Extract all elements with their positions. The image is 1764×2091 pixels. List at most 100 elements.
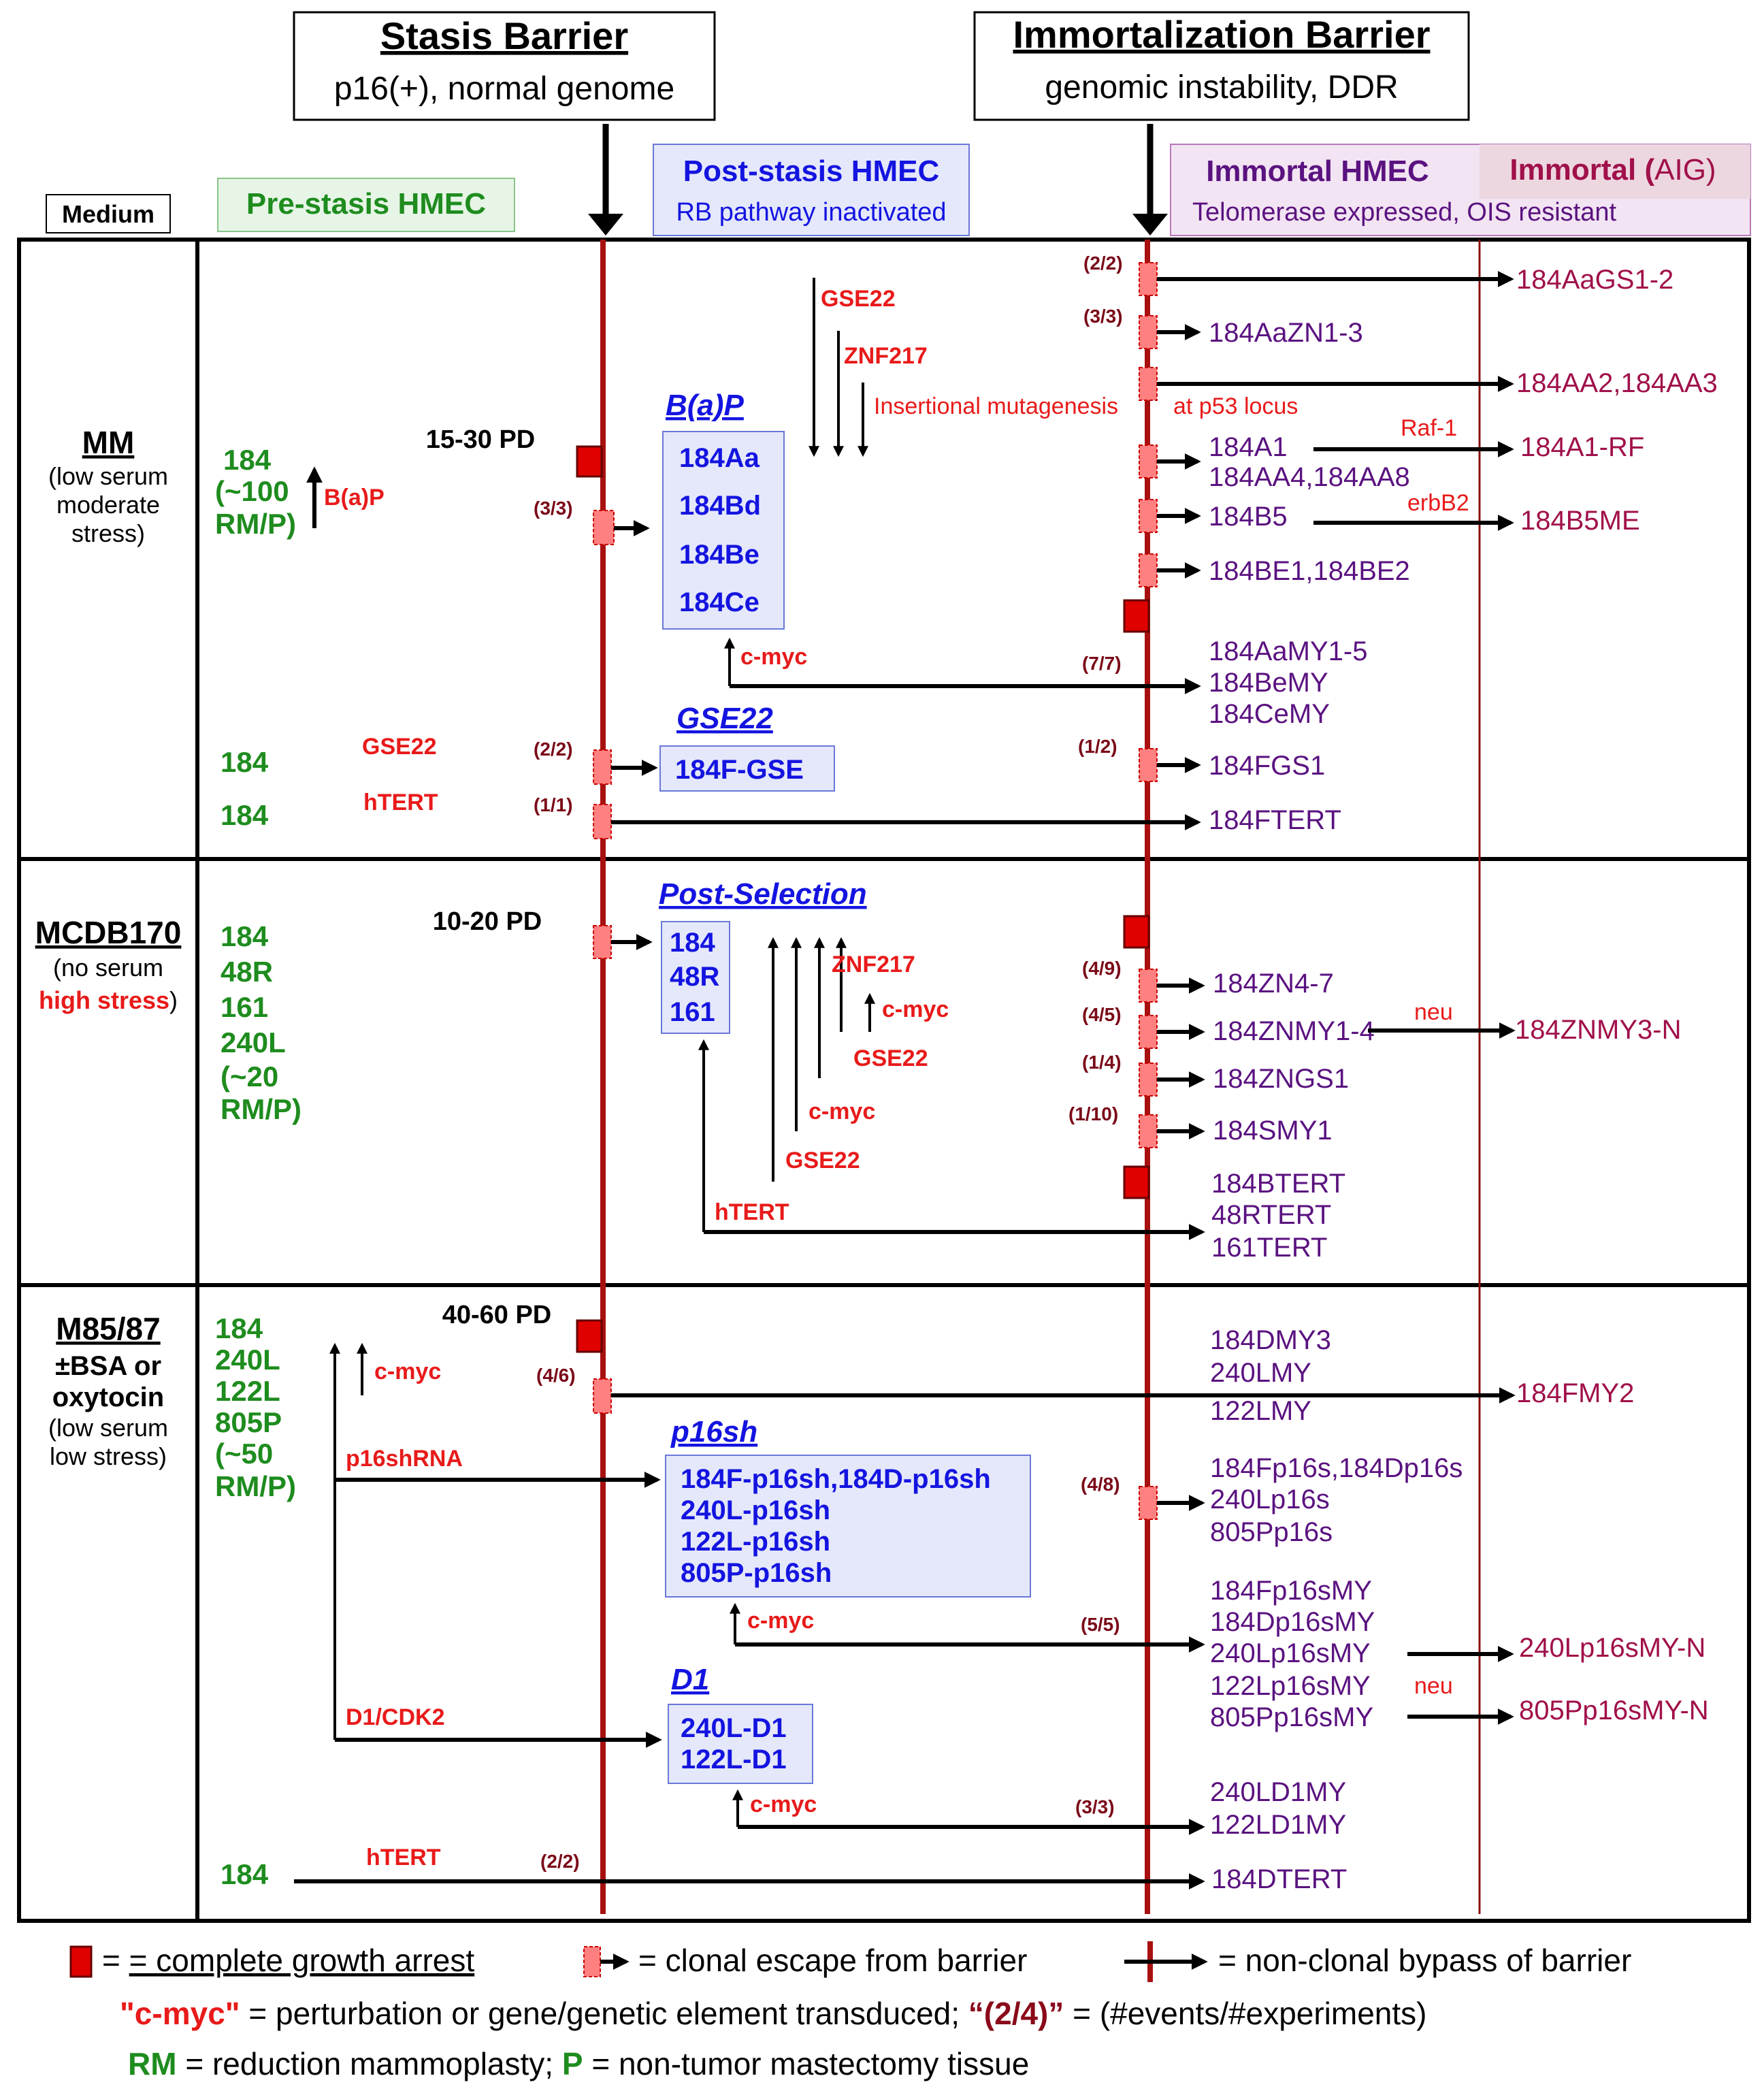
svg-text:240L-D1: 240L-D1 — [681, 1713, 787, 1743]
svg-text:184Be: 184Be — [679, 540, 760, 570]
svg-text:neu: neu — [1414, 1673, 1453, 1699]
svg-text:GSE22: GSE22 — [853, 1046, 928, 1071]
svg-text:hTERT: hTERT — [363, 790, 438, 815]
svg-text:184FTERT: 184FTERT — [1209, 805, 1341, 835]
svg-text:(4/6): (4/6) — [536, 1365, 576, 1386]
svg-text:B(a)P: B(a)P — [324, 485, 385, 510]
svg-text:(4/5): (4/5) — [1082, 1004, 1122, 1025]
svg-text:184BeMY: 184BeMY — [1209, 668, 1328, 698]
stasis-subtitle: p16(+), normal genome — [334, 71, 674, 107]
svg-text:(2/2): (2/2) — [540, 1851, 580, 1872]
svg-text:low stress): low stress) — [50, 1442, 167, 1470]
svg-text:(1/2): (1/2) — [1078, 736, 1117, 757]
svg-text:122LD1MY: 122LD1MY — [1210, 1810, 1346, 1840]
svg-text:40-60 PD: 40-60 PD — [442, 1301, 552, 1329]
svg-text:RB pathway inactivated: RB pathway inactivated — [676, 198, 946, 227]
svg-text:184DTERT: 184DTERT — [1211, 1864, 1347, 1894]
svg-text:240Lp16s: 240Lp16s — [1210, 1485, 1330, 1514]
svg-text:p16sh: p16sh — [670, 1415, 757, 1448]
svg-text:Pre-stasis HMEC: Pre-stasis HMEC — [246, 187, 486, 221]
svg-text:184AA2,184AA3: 184AA2,184AA3 — [1516, 368, 1718, 398]
svg-text:c-myc: c-myc — [808, 1099, 875, 1124]
svg-text:184BTERT: 184BTERT — [1211, 1169, 1345, 1199]
svg-text:184ZNGS1: 184ZNGS1 — [1213, 1064, 1349, 1094]
svg-text:184AaGS1-2: 184AaGS1-2 — [1516, 265, 1673, 295]
svg-text:c-myc: c-myc — [747, 1608, 814, 1634]
svg-text:= non-clonal bypass of barrier: = non-clonal bypass of barrier — [1218, 1943, 1631, 1978]
svg-text:184CeMY: 184CeMY — [1209, 699, 1330, 729]
svg-text:805Pp16sMY-N: 805Pp16sMY-N — [1519, 1696, 1709, 1725]
svg-text:oxytocin: oxytocin — [52, 1382, 164, 1412]
svg-text:240L: 240L — [215, 1344, 280, 1376]
svg-text:184: 184 — [220, 799, 269, 831]
svg-text:48R: 48R — [670, 962, 719, 992]
svg-text:805P: 805P — [215, 1406, 282, 1438]
svg-text:240LD1MY: 240LD1MY — [1210, 1777, 1346, 1807]
svg-text:= = complete growth arrest: = = complete growth arrest — [102, 1943, 474, 1978]
svg-text:ZNF217: ZNF217 — [844, 343, 928, 369]
medium-m85-87: M85/87 ±BSA or oxytocin (low serum low s… — [48, 1311, 168, 1470]
svg-text:805Pp16s: 805Pp16s — [1210, 1517, 1333, 1547]
svg-text:MM: MM — [82, 425, 135, 460]
svg-text:161: 161 — [220, 991, 268, 1023]
svg-text:neu: neu — [1414, 999, 1453, 1025]
svg-text:184AaMY1-5: 184AaMY1-5 — [1209, 636, 1367, 666]
svg-text:184: 184 — [215, 1312, 263, 1344]
svg-text:erbB2: erbB2 — [1407, 490, 1469, 516]
svg-text:RM/P): RM/P) — [220, 1093, 301, 1125]
svg-text:122L-p16sh: 122L-p16sh — [681, 1527, 830, 1557]
svg-text:184Bd: 184Bd — [679, 491, 761, 521]
svg-text:184Aa: 184Aa — [679, 443, 760, 473]
svg-text:(7/7): (7/7) — [1082, 653, 1122, 674]
svg-text:184: 184 — [220, 920, 269, 952]
immortalization-barrier-header: Immortalization Barrier genomic instabil… — [973, 11, 1470, 121]
immortal-aig-label: Immortal (AIG) — [1509, 153, 1716, 187]
svg-text:(~20: (~20 — [220, 1060, 278, 1092]
svg-text:184SMY1: 184SMY1 — [1213, 1116, 1333, 1146]
svg-text:184: 184 — [220, 1858, 269, 1890]
svg-text:184Fp16sMY: 184Fp16sMY — [1210, 1576, 1372, 1606]
svg-text:184Ce: 184Ce — [679, 587, 760, 617]
svg-text:240Lp16sMY: 240Lp16sMY — [1210, 1638, 1371, 1668]
svg-text:GSE22: GSE22 — [785, 1148, 860, 1173]
svg-text:805P-p16sh: 805P-p16sh — [681, 1558, 832, 1588]
svg-text:184FGS1: 184FGS1 — [1209, 751, 1325, 781]
svg-text:(~100: (~100 — [215, 475, 289, 507]
medium-mm: MM (low serum moderate stress) — [48, 425, 168, 547]
svg-text:122LMY: 122LMY — [1210, 1396, 1311, 1426]
svg-text:240L: 240L — [220, 1026, 286, 1058]
stasis-title: Stasis Barrier — [380, 14, 628, 57]
svg-text:GSE22: GSE22 — [821, 286, 896, 312]
svg-text:M85/87: M85/87 — [56, 1311, 160, 1346]
svg-text:c-myc: c-myc — [740, 644, 807, 670]
svg-text:184: 184 — [220, 746, 269, 778]
medium-label: Medium — [46, 194, 171, 233]
svg-text:(2/2): (2/2) — [1083, 253, 1123, 274]
svg-text:184AaZN1-3: 184AaZN1-3 — [1209, 318, 1363, 348]
svg-text:184FMY2: 184FMY2 — [1516, 1378, 1634, 1408]
svg-text:10-20 PD: 10-20 PD — [433, 907, 542, 936]
immortal-label: Immortal HMEC Telomerase expressed, OIS … — [1170, 144, 1751, 236]
svg-text:122L: 122L — [215, 1375, 280, 1407]
svg-text:c-myc: c-myc — [882, 996, 949, 1022]
immortalization-subtitle: genomic instability, DDR — [1045, 69, 1398, 106]
svg-text:(1/1): (1/1) — [534, 794, 573, 815]
svg-text:D1/CDK2: D1/CDK2 — [346, 1704, 444, 1730]
svg-text:(5/5): (5/5) — [1081, 1614, 1120, 1635]
svg-text:(low serum: (low serum — [48, 1414, 168, 1442]
svg-text:184: 184 — [223, 444, 272, 476]
svg-text:MCDB170: MCDB170 — [35, 915, 182, 950]
svg-text:(4/9): (4/9) — [1082, 958, 1122, 979]
svg-text:moderate: moderate — [56, 491, 160, 519]
svg-text:c-myc: c-myc — [374, 1359, 441, 1384]
svg-text:184ZN4-7: 184ZN4-7 — [1213, 969, 1334, 999]
svg-text:240Lp16sMY-N: 240Lp16sMY-N — [1519, 1633, 1705, 1663]
svg-text:Immortal HMEC: Immortal HMEC — [1206, 155, 1429, 188]
svg-text:184B5: 184B5 — [1209, 502, 1288, 532]
svg-text:Raf-1: Raf-1 — [1401, 415, 1457, 441]
svg-text:= clonal escape from barrier: = clonal escape from barrier — [638, 1943, 1027, 1978]
svg-text:stress): stress) — [71, 519, 145, 547]
bap-title: B(a)P — [666, 389, 745, 422]
svg-text:(1/10): (1/10) — [1068, 1103, 1118, 1124]
svg-text:15-30 PD: 15-30 PD — [426, 425, 536, 454]
